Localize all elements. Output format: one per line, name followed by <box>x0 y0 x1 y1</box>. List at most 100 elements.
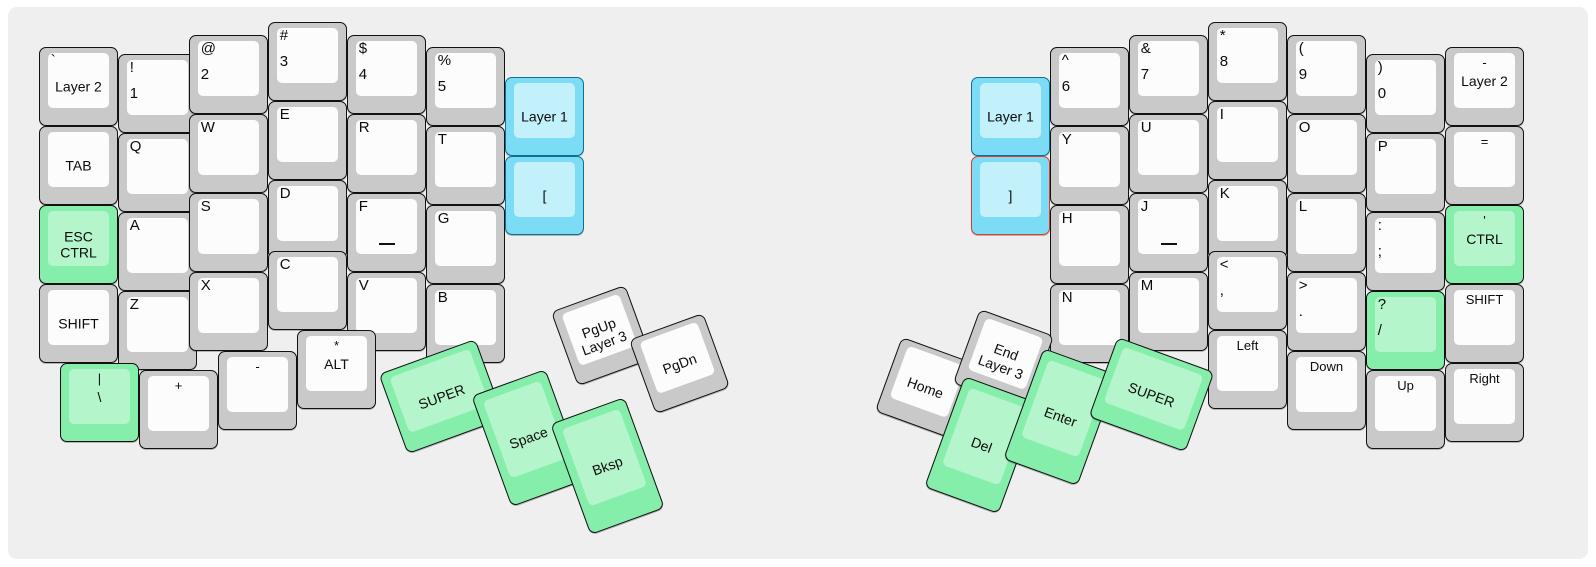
key-r-h[interactable]: H <box>1050 205 1129 284</box>
keycap-surface <box>1374 297 1437 353</box>
keycap-surface <box>355 199 418 255</box>
keycap-surface <box>197 41 260 97</box>
key-l-x[interactable]: X <box>189 272 268 351</box>
keycap-surface <box>47 211 110 267</box>
keycap-surface <box>1216 28 1279 84</box>
keycap-surface <box>355 41 418 97</box>
keycap-surface <box>513 162 576 218</box>
key-l-1[interactable]: !1 <box>118 54 197 133</box>
keycap-surface <box>126 297 189 353</box>
key-r-comma[interactable]: <, <box>1208 251 1287 330</box>
key-r-p[interactable]: P <box>1366 133 1445 212</box>
keycap-surface <box>979 83 1042 139</box>
key-r-8[interactable]: *8 <box>1208 22 1287 101</box>
keycap-surface <box>1216 336 1279 392</box>
keycap-surface <box>1137 278 1200 334</box>
keycap-surface <box>434 53 497 109</box>
key-r-period[interactable]: >. <box>1287 272 1366 351</box>
key-r-o[interactable]: O <box>1287 114 1366 193</box>
keycap-surface <box>126 218 189 274</box>
key-r-k[interactable]: K <box>1208 180 1287 259</box>
keycap-surface <box>355 120 418 176</box>
keycap-surface <box>1453 369 1516 425</box>
key-r-l[interactable]: L <box>1287 193 1366 272</box>
key-l-e[interactable]: E <box>268 101 347 180</box>
key-r-minus-layer2[interactable]: -Layer 2 <box>1445 47 1524 126</box>
key-r-quote-ctrl[interactable]: 'CTRL <box>1445 205 1524 284</box>
key-r-layer1[interactable]: Layer 1 <box>971 77 1050 156</box>
key-r-i[interactable]: I <box>1208 101 1287 180</box>
key-l-s[interactable]: S <box>189 193 268 272</box>
key-l-c[interactable]: C <box>268 251 347 330</box>
key-r-9[interactable]: (9 <box>1287 35 1366 114</box>
keycap-surface <box>276 186 339 242</box>
key-l-r[interactable]: R <box>347 114 426 193</box>
keycap-surface <box>276 107 339 163</box>
key-r-y[interactable]: Y <box>1050 126 1129 205</box>
key-l-tab[interactable]: TAB <box>39 126 118 205</box>
key-l-lbracket[interactable]: [ <box>505 156 584 235</box>
key-l-grave-layer2[interactable]: `Layer 2 <box>39 47 118 126</box>
keycap-surface <box>1453 211 1516 267</box>
keycap-surface <box>1453 132 1516 188</box>
key-l-z[interactable]: Z <box>118 291 197 370</box>
key-l-pipe-backslash[interactable]: |\ <box>60 363 139 442</box>
key-l-plus[interactable]: + <box>139 370 218 449</box>
keycap-surface <box>226 357 289 413</box>
keycap-surface <box>1295 41 1358 97</box>
keycap-surface <box>1058 53 1121 109</box>
keycap-surface <box>434 290 497 346</box>
keycap-surface <box>1295 120 1358 176</box>
key-r-up[interactable]: Up <box>1366 370 1445 449</box>
keycap-surface <box>276 257 339 313</box>
keycap-surface <box>197 199 260 255</box>
keycap-surface <box>434 211 497 267</box>
keycap-surface <box>1374 60 1437 116</box>
keycap-surface <box>147 376 210 432</box>
key-r-6[interactable]: ^6 <box>1050 47 1129 126</box>
key-r-left[interactable]: Left <box>1208 330 1287 409</box>
key-r-m[interactable]: M <box>1129 272 1208 351</box>
keycap-surface <box>47 53 110 109</box>
key-l-3[interactable]: #3 <box>268 22 347 101</box>
key-r-shift[interactable]: SHIFT <box>1445 284 1524 363</box>
keycap-surface <box>276 28 339 84</box>
key-r-n[interactable]: N <box>1050 284 1129 363</box>
key-r-slash[interactable]: ?/ <box>1366 291 1445 370</box>
key-r-7[interactable]: &7 <box>1129 35 1208 114</box>
key-r-right[interactable]: Right <box>1445 363 1524 442</box>
key-r-0[interactable]: )0 <box>1366 54 1445 133</box>
keycap-surface <box>197 278 260 334</box>
keycap-surface <box>126 60 189 116</box>
keycap-surface <box>305 336 368 392</box>
keycap-surface <box>1103 346 1204 431</box>
key-l-g[interactable]: G <box>426 205 505 284</box>
key-r-down[interactable]: Down <box>1287 351 1366 430</box>
keycap-surface <box>1216 186 1279 242</box>
key-l-w[interactable]: W <box>189 114 268 193</box>
keycap-surface <box>355 278 418 334</box>
key-r-equal[interactable]: = <box>1445 126 1524 205</box>
key-r-j[interactable]: J <box>1129 193 1208 272</box>
key-l-4[interactable]: $4 <box>347 35 426 114</box>
keycap-surface <box>1453 290 1516 346</box>
key-r-rbracket[interactable]: ] <box>971 156 1050 235</box>
key-l-q[interactable]: Q <box>118 133 197 212</box>
key-l-f[interactable]: F <box>347 193 426 272</box>
keycap-surface <box>1295 199 1358 255</box>
keycap-surface <box>1374 139 1437 195</box>
keycap-surface <box>1137 199 1200 255</box>
key-r-u[interactable]: U <box>1129 114 1208 193</box>
key-l-2[interactable]: @2 <box>189 35 268 114</box>
keycap-surface <box>1374 218 1437 274</box>
key-r-colon[interactable]: :; <box>1366 212 1445 291</box>
keycap-surface <box>1058 211 1121 267</box>
keycap-surface <box>47 290 110 346</box>
key-l-minus[interactable]: - <box>218 351 297 430</box>
keycap-surface <box>197 120 260 176</box>
